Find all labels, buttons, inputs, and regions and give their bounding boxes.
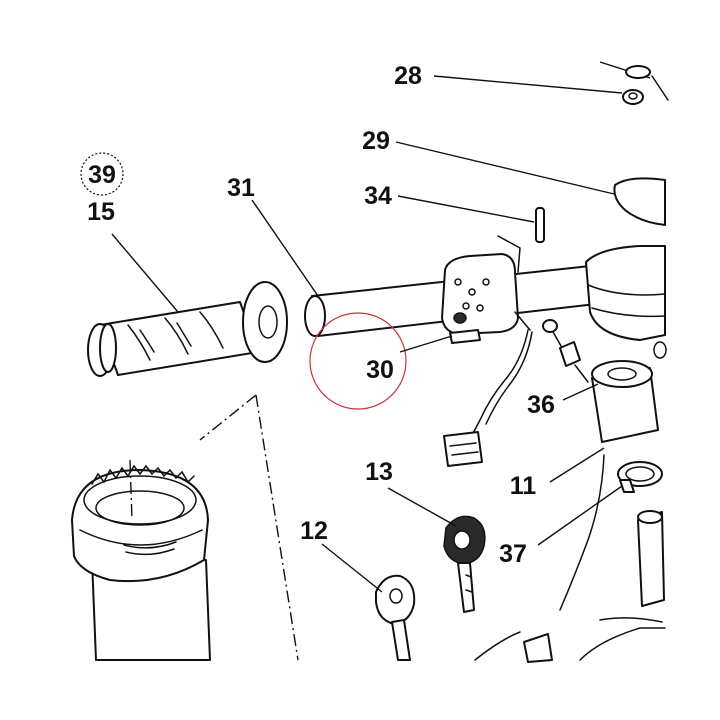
callout-13: 13 — [365, 458, 393, 486]
leader-31 — [251, 199, 319, 297]
part-34-pin — [535, 207, 545, 243]
callout-30: 30 — [366, 356, 394, 384]
leader-30 — [399, 335, 453, 353]
part-28-nut — [599, 61, 669, 105]
callout-36: 36 — [527, 391, 555, 419]
part-12-key — [375, 574, 416, 661]
part-clamp-assembly — [585, 245, 666, 341]
callout-34: 34 — [364, 182, 392, 210]
callout-12: 12 — [300, 517, 328, 545]
leader-37 — [537, 485, 623, 546]
part-36-cylinder — [591, 341, 667, 443]
part-37-ring — [617, 461, 663, 493]
leader-34 — [397, 195, 535, 223]
leader-11 — [549, 447, 605, 483]
centerline-mid — [255, 394, 299, 661]
callout-28: 28 — [394, 62, 422, 90]
callout-15: 15 — [87, 198, 115, 226]
part-15-grip — [87, 281, 288, 377]
leader-36 — [562, 383, 599, 401]
centerline-left — [129, 459, 133, 521]
highlight-circle — [309, 312, 407, 410]
callout-29: 29 — [362, 127, 390, 155]
callout-37: 37 — [499, 540, 527, 568]
callout-39-dashed-ring — [80, 152, 124, 196]
part-29-bracket — [613, 177, 666, 226]
centerline-diagonal — [199, 394, 257, 441]
leader-12 — [321, 543, 383, 593]
leader-13 — [387, 487, 457, 527]
callout-11: 11 — [510, 472, 537, 500]
part-13-key — [443, 515, 486, 613]
switch-cable-connector — [443, 319, 589, 467]
part-11-ignition-body — [474, 454, 666, 663]
leader-15 — [111, 233, 179, 313]
sleeve-detail — [71, 464, 211, 661]
part-30-switch-housing — [441, 235, 531, 344]
leader-28 — [433, 75, 623, 94]
callout-31: 31 — [227, 174, 255, 202]
leader-29 — [395, 141, 615, 195]
callout-39: 39 — [88, 161, 116, 189]
